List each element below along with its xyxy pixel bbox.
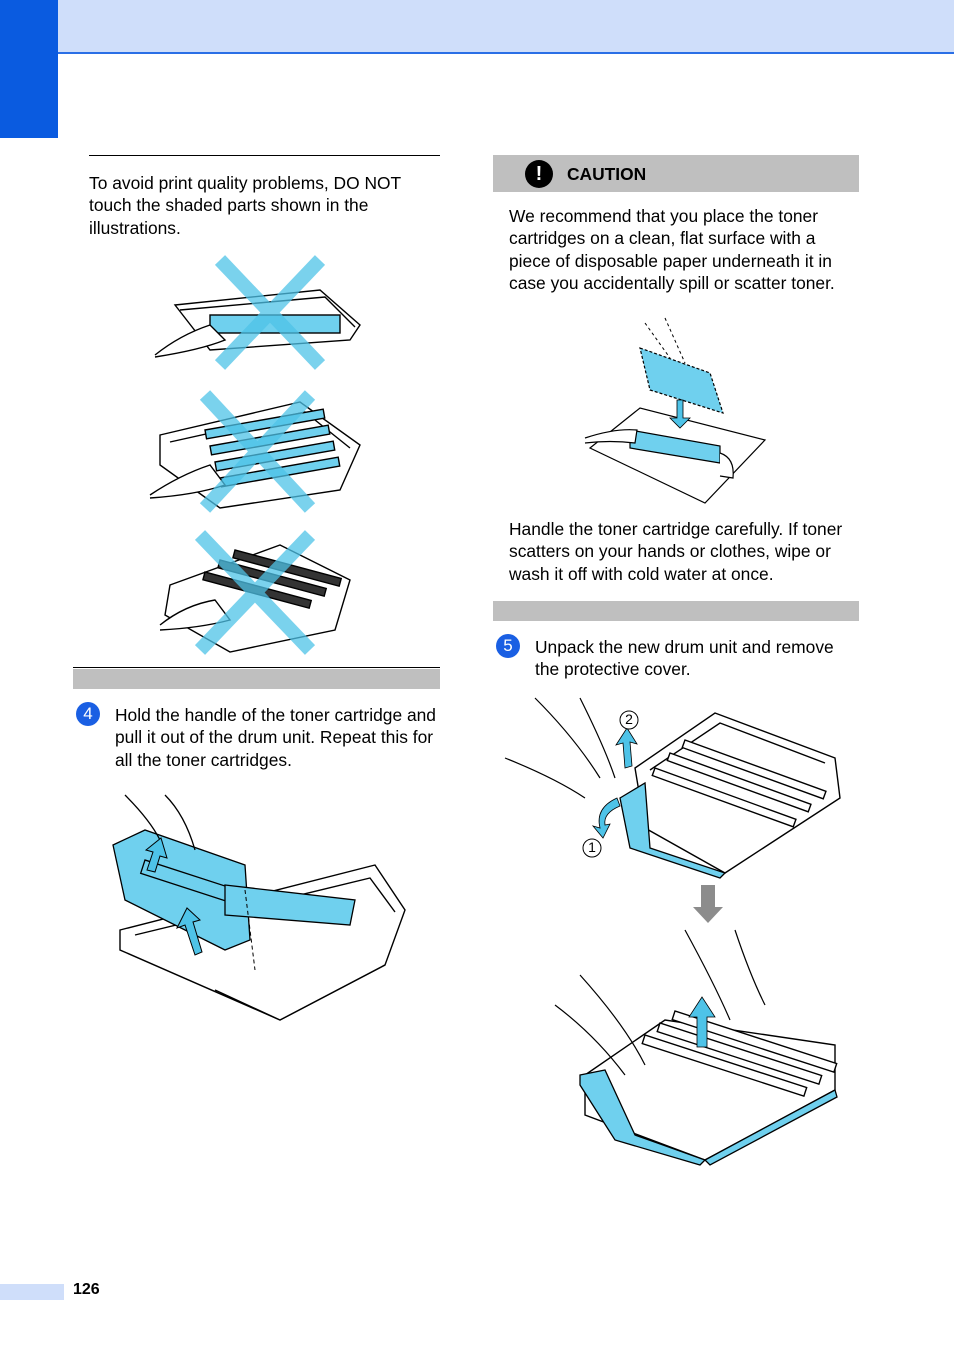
illustration-drum-unit-no-touch xyxy=(149,390,361,513)
note-text: To avoid print quality problems, DO NOT … xyxy=(89,173,401,238)
illustration-remove-toner-cartridge xyxy=(112,794,406,1021)
illustration-drum-rollers-no-touch xyxy=(159,530,351,655)
illustration-cartridge-on-paper xyxy=(584,317,767,504)
step-5-text: Unpack the new drum unit and remove the … xyxy=(535,637,834,680)
caution-text-2: Handle the toner cartridge carefully. If… xyxy=(509,519,843,584)
warning-icon: ! xyxy=(525,160,553,188)
page-number: 126 xyxy=(73,1281,100,1298)
step5-bar xyxy=(493,601,859,621)
callout-1: 1 xyxy=(588,839,596,855)
step4-bar xyxy=(73,669,440,689)
callout-2: 2 xyxy=(625,711,633,727)
caution-text-1: We recommend that you place the toner ca… xyxy=(509,206,835,294)
note-rule xyxy=(89,155,440,156)
illustration-remove-protective-cover xyxy=(504,697,841,879)
header-band xyxy=(0,0,954,54)
chapter-tab xyxy=(0,0,58,138)
illustration-toner-cartridge-no-touch xyxy=(154,255,361,370)
step-4-text: Hold the handle of the toner cartridge a… xyxy=(115,705,436,770)
step-5-number: 5 xyxy=(496,634,520,658)
caution-bar xyxy=(493,155,859,192)
page-number-tab xyxy=(0,1284,64,1300)
step-4-number: 4 xyxy=(76,702,100,726)
caution-label: CAUTION xyxy=(567,164,647,184)
arrow-down-icon xyxy=(693,885,723,923)
step4-rule xyxy=(73,667,440,668)
illustration-lift-cover xyxy=(554,929,838,1166)
